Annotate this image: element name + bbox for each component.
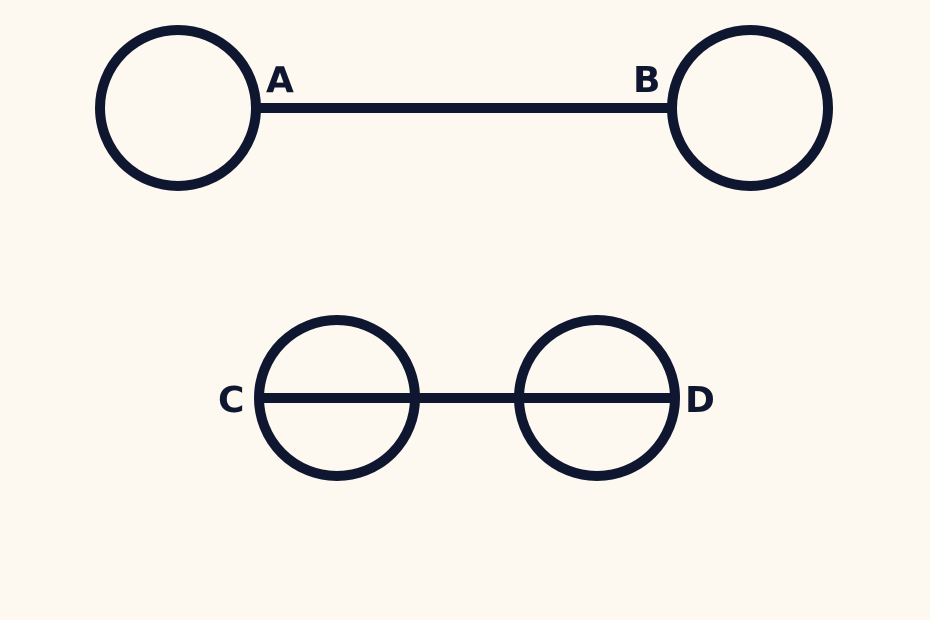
circle-right-top: [667, 25, 833, 191]
figure-bottom: C D: [218, 315, 715, 481]
label-a: A: [266, 60, 294, 101]
label-d: D: [685, 380, 715, 421]
label-b: B: [633, 60, 660, 101]
label-c: C: [218, 380, 244, 421]
circle-left-top: [95, 25, 261, 191]
figure-top: A B: [95, 25, 833, 191]
